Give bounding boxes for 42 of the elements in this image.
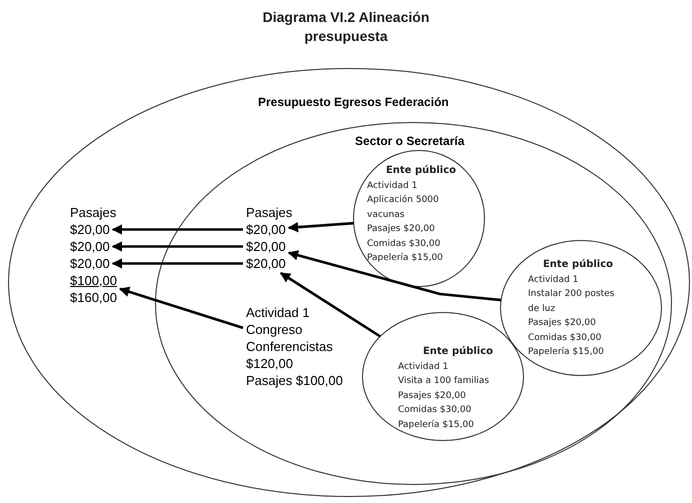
amount-text: $20,00 <box>246 221 286 238</box>
circle-text: Pasajes $20,00 <box>528 317 597 330</box>
amount-text: $160,00 <box>70 289 117 306</box>
diagram-title: Diagrama VI.2 Alineación presupuesta <box>262 8 430 46</box>
circle-text: Papelería $15,00 <box>367 252 444 265</box>
circle-text: Instalar 200 postes de luz <box>528 288 616 316</box>
circle-heading: Ente público <box>384 164 458 178</box>
circle-text: Pasajes $20,00 <box>367 223 436 236</box>
arrow <box>280 272 381 338</box>
amount-text: $100,00 <box>70 272 117 289</box>
activity-text: $120,00 <box>246 355 294 372</box>
amount-text: $20,00 <box>70 238 110 255</box>
activity-text: Actividad 1 <box>246 304 311 321</box>
amount-text: $20,00 <box>246 255 286 272</box>
circle-text: Aplicación 5000 vacunas <box>367 194 440 222</box>
activity-text: Congreso Conferencistas <box>246 321 334 355</box>
circle-text: Pasajes $20,00 <box>398 390 467 402</box>
circle-text: Actividad 1 <box>367 180 418 192</box>
region-title: Sector o Secretaría <box>355 133 464 150</box>
circle-text: Visita a 100 familias <box>398 375 490 388</box>
circle-heading: Ente público <box>542 258 614 272</box>
amount-text: $20,00 <box>70 255 110 272</box>
activity-text: Pasajes $100,00 <box>246 372 344 389</box>
circle-text: Actividad 1 <box>398 360 450 374</box>
amount-text: $20,00 <box>70 221 110 238</box>
arrow <box>288 250 502 302</box>
circle-text: Actividad 1 <box>528 274 580 286</box>
circle-text: Papelería $15,00 <box>398 418 475 432</box>
circle-text: Papelería $15,00 <box>528 346 605 359</box>
arrow <box>112 241 243 252</box>
arrow <box>112 258 243 269</box>
amount-text: $20,00 <box>246 238 286 255</box>
amount-text: Pasajes <box>246 204 292 221</box>
arrow <box>288 222 354 232</box>
amount-text: Pasajes <box>70 204 116 221</box>
region-title: Presupuesto Egresos Federación <box>258 94 449 111</box>
circle-text: Comidas $30,00 <box>367 238 442 250</box>
arrow <box>112 224 243 235</box>
circle-heading: Ente público <box>422 345 494 359</box>
circle-text: Comidas $30,00 <box>528 332 602 344</box>
arrow <box>119 286 244 330</box>
circle-text: Comidas $30,00 <box>398 404 472 417</box>
